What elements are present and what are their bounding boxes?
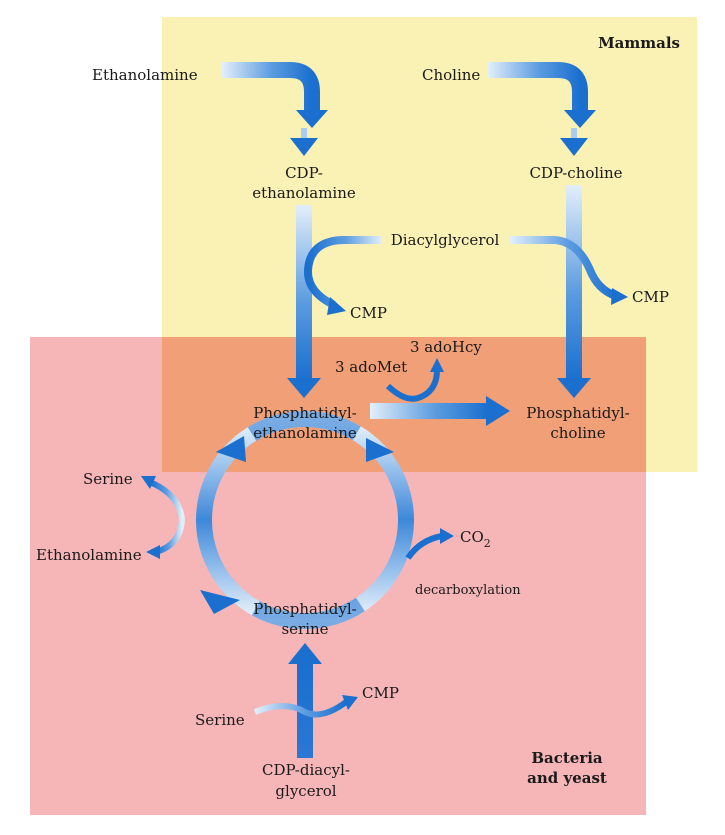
- pc-synthesis-arrowhead: [557, 378, 591, 398]
- adomet-label: 3 adoMet: [335, 358, 407, 376]
- cdp-ethanolamine-label-line2: ethanolamine: [252, 184, 356, 202]
- cdp-ethanolamine-label-line1: CDP-: [285, 164, 323, 182]
- phosphatidylserine-label-line1: Phosphatidyl-: [253, 600, 356, 618]
- cdp-diacylglycerol-label-line2: glycerol: [275, 782, 336, 800]
- phosphatidylethanolamine-label-line2: ethanolamine: [253, 424, 357, 442]
- cmp-bottom-label: CMP: [362, 684, 399, 702]
- phosphatidylethanolamine-label-line1: Phosphatidyl-: [253, 404, 356, 422]
- decarboxylation-label: decarboxylation: [415, 583, 521, 598]
- cdp-choline-to-pc-shaft: [566, 185, 582, 380]
- ps-synthesis-arrowhead: [288, 643, 322, 664]
- ring-arrowhead-bottom-left: [200, 590, 240, 614]
- cmp-right-label: CMP: [632, 288, 669, 306]
- ethanolamine-activation-arrow: [222, 62, 320, 112]
- co2-release-arrow: [405, 533, 443, 560]
- cdp-choline-label: CDP-choline: [529, 164, 622, 182]
- ethanolamine-top-label: Ethanolamine: [92, 66, 198, 84]
- cdp-ethanolamine-to-pe-shaft: [296, 205, 312, 380]
- exchange-ethanolamine-arrowhead: [146, 545, 160, 559]
- ring-arrowhead-top-right: [366, 438, 394, 462]
- phosphatidylserine-label-line2: serine: [281, 620, 328, 638]
- adohcy-label: 3 adoHcy: [410, 338, 482, 356]
- cdp-choline-arrowhead: [560, 138, 588, 156]
- diacylglycerol-left-branch: [304, 236, 382, 309]
- methylation-arrowhead: [486, 396, 510, 426]
- adomet-side-arrow: [385, 371, 440, 402]
- ring-arrowhead-top-left: [216, 436, 246, 462]
- ethanolamine-exchange-label: Ethanolamine: [36, 546, 142, 564]
- exchange-serine-arrowhead: [141, 476, 156, 489]
- methylation-shaft: [370, 403, 488, 419]
- ethanolamine-activation-arrowhead: [296, 110, 328, 128]
- co2-arrowhead: [440, 528, 454, 544]
- choline-activation-arrow: [488, 62, 588, 112]
- cmp-left-arrowhead: [327, 297, 346, 315]
- serine-exchange-label: Serine: [83, 470, 133, 488]
- pe-synthesis-arrowhead: [287, 378, 321, 398]
- choline-activation-arrowhead: [564, 110, 596, 128]
- cmp-bottom-arrowhead: [342, 695, 358, 710]
- serine-to-cmp-arrow: [253, 699, 348, 718]
- phosphatidylcholine-label-line2: choline: [550, 424, 605, 442]
- cmp-right-arrowhead: [611, 288, 628, 305]
- bacteria-region-label-line2: and yeast: [527, 769, 607, 787]
- serine-bottom-label: Serine: [195, 711, 245, 729]
- choline-label: Choline: [422, 66, 480, 84]
- cmp-left-label: CMP: [350, 304, 387, 322]
- mammals-region-label: Mammals: [598, 34, 680, 52]
- diacylglycerol-right-branch: [510, 236, 618, 300]
- adohcy-arrowhead: [430, 358, 444, 372]
- co2-label: CO2: [460, 528, 491, 550]
- phosphatidylcholine-label-line1: Phosphatidyl-: [526, 404, 629, 422]
- exchange-serine-arrow: [148, 479, 185, 521]
- cdp-ethanolamine-arrowhead: [290, 138, 318, 156]
- cdp-diacylglycerol-label-line1: CDP-diacyl-: [262, 761, 350, 779]
- pe-ps-cycle-ring-inner-shade: [196, 411, 414, 629]
- diacylglycerol-label: Diacylglycerol: [391, 231, 500, 249]
- bacteria-region-label-line1: Bacteria: [531, 749, 603, 767]
